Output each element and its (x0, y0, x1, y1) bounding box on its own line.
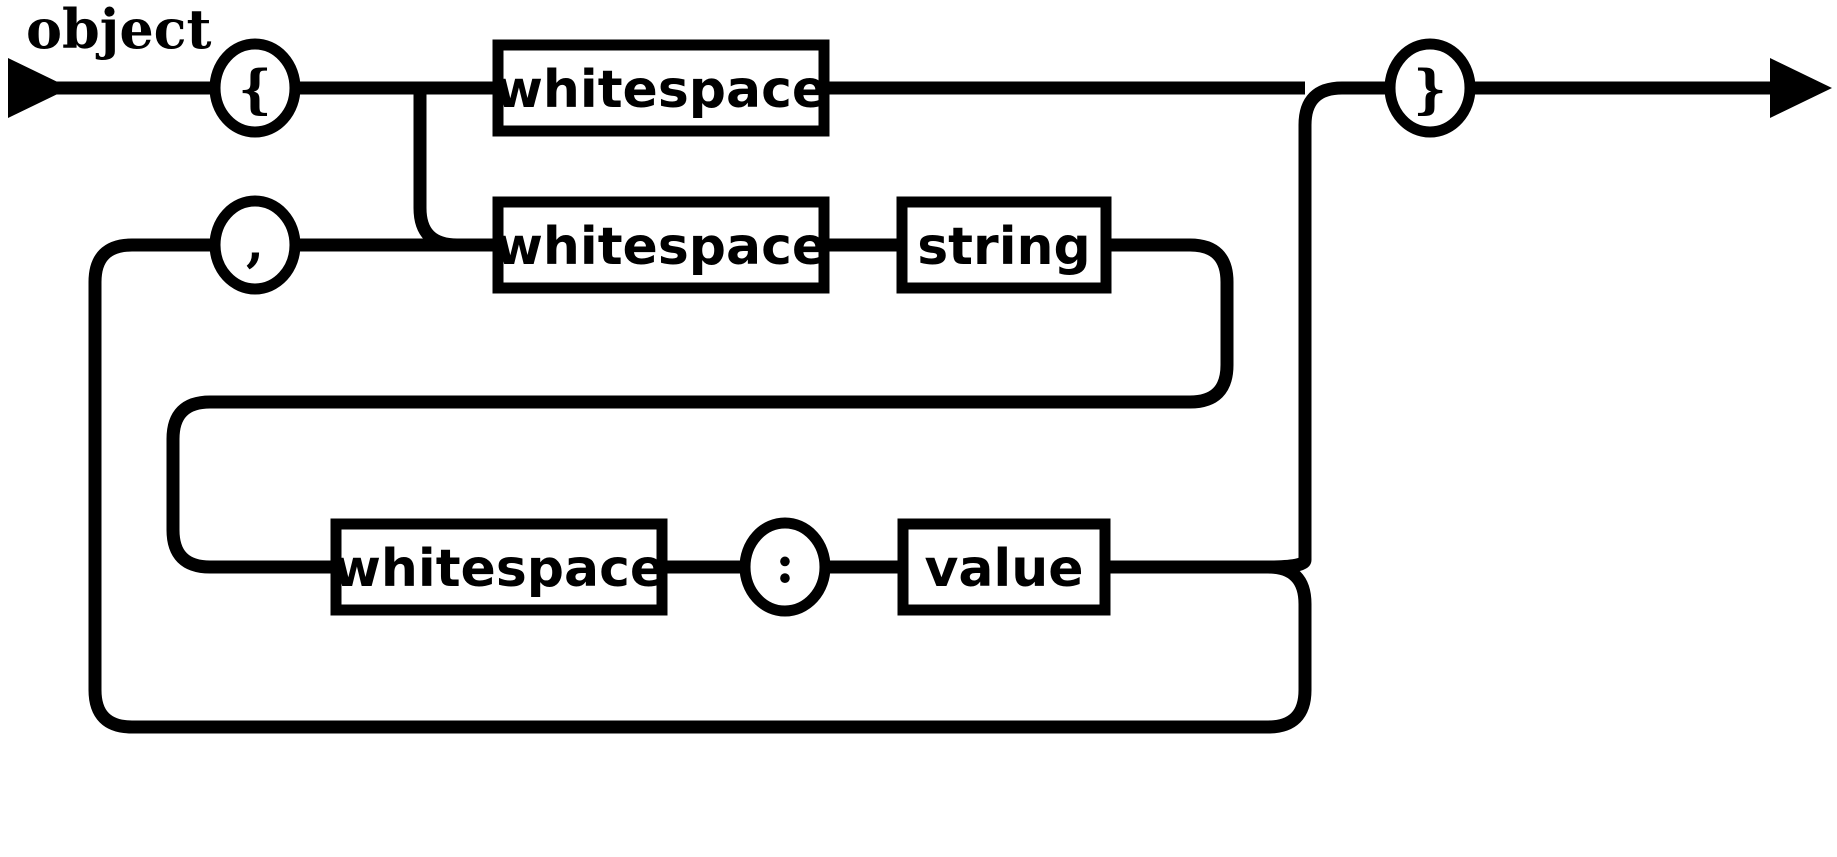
rail-string-wrap-to-row3 (210, 238, 1234, 409)
node-close-brace[interactable]: } (1384, 38, 1476, 138)
rail-left-loop-riser-to-comma (88, 238, 215, 690)
colon-circle (739, 517, 831, 617)
value-box (897, 518, 1111, 616)
whitespace-3-label: whitespace (333, 539, 665, 599)
node-comma[interactable]: , (209, 195, 301, 295)
close-brace-circle (1384, 38, 1476, 138)
end-arrowhead (1770, 58, 1832, 118)
page-title: object (26, 0, 212, 61)
string-label: string (917, 217, 1091, 277)
colon-label: : (775, 535, 794, 596)
node-whitespace-2[interactable]: whitespace (492, 196, 830, 294)
whitespace-2-box (492, 196, 830, 294)
whitespace-3-box (330, 518, 668, 616)
close-brace-label: } (1413, 60, 1446, 121)
node-open-brace[interactable]: { (209, 38, 301, 138)
start-arrowhead (8, 58, 70, 118)
string-box (896, 196, 1112, 294)
open-brace-label: { (238, 60, 271, 121)
rail-row3-entry (166, 395, 336, 574)
rail-fork-down-to-row2 (413, 88, 498, 252)
node-colon[interactable]: : (739, 517, 831, 617)
whitespace-1-label: whitespace (495, 60, 827, 120)
comma-label: , (246, 213, 264, 274)
node-whitespace-3[interactable]: whitespace (330, 518, 668, 616)
whitespace-1-box (492, 39, 830, 137)
value-label: value (924, 539, 1083, 599)
whitespace-2-label: whitespace (495, 217, 827, 277)
node-whitespace-1[interactable]: whitespace (492, 39, 830, 137)
open-brace-circle (209, 38, 301, 138)
rail-repeat-loop-back-to-comma (88, 560, 1312, 734)
node-value[interactable]: value (897, 518, 1111, 616)
rail-right-riser-to-close-brace (1298, 81, 1390, 560)
comma-circle (209, 195, 301, 295)
node-string[interactable]: string (896, 196, 1112, 294)
